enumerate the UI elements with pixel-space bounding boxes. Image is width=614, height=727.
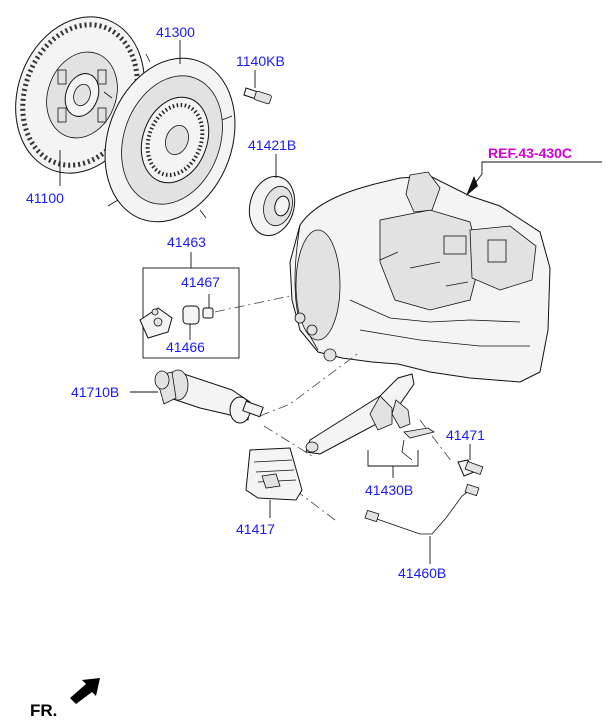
leader-41430B-bracket <box>367 450 419 467</box>
release-cylinder-41710B[interactable] <box>154 369 264 424</box>
dust-boot-41417[interactable] <box>245 447 303 501</box>
assembly-line-5 <box>263 425 313 457</box>
part-label-41710B[interactable]: 41710B <box>71 384 119 400</box>
fork-spring-clip[interactable] <box>403 427 435 439</box>
reference-label[interactable]: REF.43-430C <box>488 145 572 161</box>
part-label-41466[interactable]: 41466 <box>166 339 205 355</box>
ref-arrowhead <box>466 176 478 196</box>
assembly-line-4 <box>419 419 453 463</box>
release-bearing-41421B[interactable] <box>243 171 301 240</box>
release-fork-41430B[interactable] <box>305 373 415 455</box>
part-label-41417[interactable]: 41417 <box>236 521 275 537</box>
part-label-41471[interactable]: 41471 <box>446 427 485 443</box>
transaxle-housing <box>289 171 551 383</box>
part-label-41463[interactable]: 41463 <box>167 234 206 250</box>
front-arrow-icon <box>70 678 100 704</box>
bracket-kit-41463 <box>139 252 240 359</box>
part-label-41460B[interactable]: 41460B <box>398 565 446 581</box>
assembly-line-1 <box>214 295 291 313</box>
assembly-line-2 <box>259 351 361 417</box>
part-label-41430B[interactable]: 41430B <box>365 482 413 498</box>
clutch-disc-41100[interactable] <box>0 0 166 191</box>
part-label-41421B[interactable]: 41421B <box>248 137 296 153</box>
front-orientation-label: FR. <box>30 701 57 720</box>
part-label-41100[interactable]: 41100 <box>26 190 64 206</box>
part-label-1140KB[interactable]: 1140KB <box>236 53 285 69</box>
fork-spring-wire <box>401 439 413 461</box>
part-label-41467[interactable]: 41467 <box>181 274 220 290</box>
bolt-1140KB[interactable] <box>243 87 272 105</box>
clutch-cover-41300[interactable] <box>83 40 257 240</box>
part-label-41300[interactable]: 41300 <box>156 24 195 40</box>
clutch-tube-41460B[interactable] <box>364 483 480 535</box>
nut-41467[interactable] <box>202 307 214 319</box>
fitting-41471[interactable] <box>457 459 484 477</box>
ref-leader-line <box>469 161 602 191</box>
bushing-41466[interactable] <box>182 305 200 325</box>
